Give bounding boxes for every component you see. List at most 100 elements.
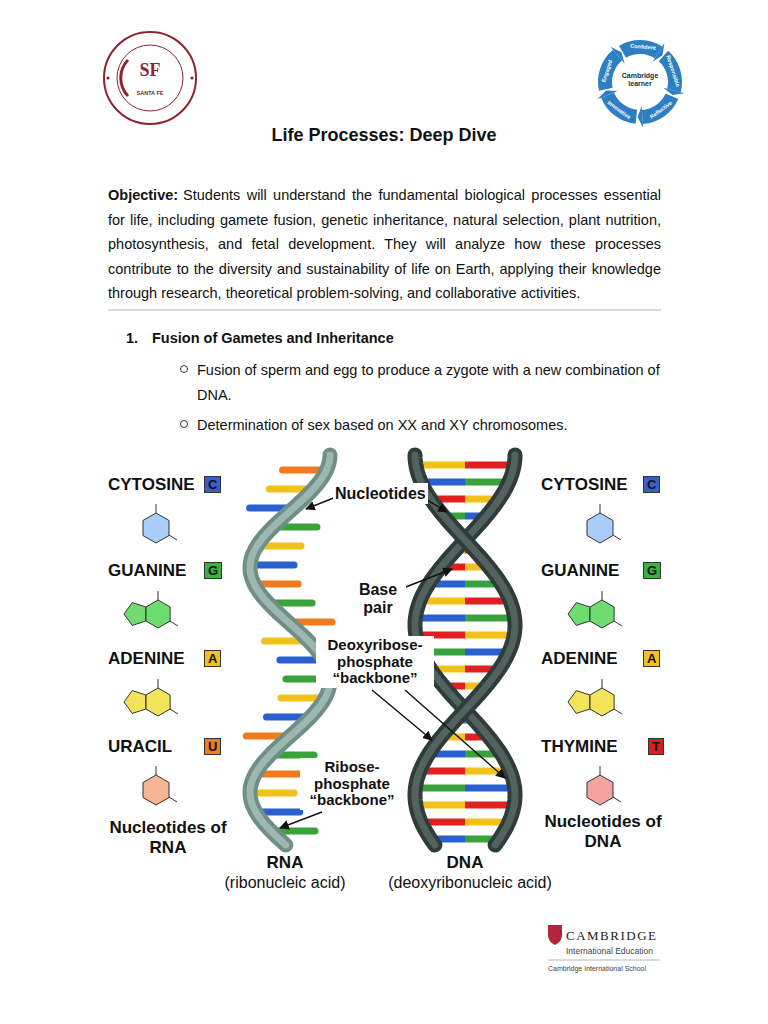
bond-line [170,709,178,714]
bond-line [158,679,159,688]
learner-word: Innovative [606,100,632,121]
divider-line [108,310,661,311]
leader-arrow [280,812,322,828]
bullet-circle [181,366,188,373]
strand-name: DNA [415,853,515,873]
rna-base [261,771,299,778]
dna-base [465,649,504,656]
school-logo [104,32,196,124]
bullet-text: Fusion of sperm and egg to produce a zyg… [197,358,662,407]
purine-ring [568,691,590,714]
pyrimidine-ring [587,513,613,543]
base-letter: A [204,650,221,667]
bond-line [614,621,622,626]
logo-center-text: Cambridge learner [617,72,663,87]
logo-dot [106,76,109,79]
part-label: Nucleotides [333,483,428,504]
dna-base [426,479,465,486]
bond-line [614,709,622,714]
bond-line [613,797,621,802]
purine-ring [590,600,614,628]
rna-base [281,695,319,702]
leader-arrow [306,497,336,509]
base-name: CYTOSINE [108,475,195,495]
bond-line [600,766,601,775]
column-caption: Nucleotides of RNA [100,818,236,859]
dna-base [421,802,465,809]
dna-base [425,598,465,605]
rna-base [262,809,300,816]
strand-subtitle: (deoxyribonucleic acid) [365,873,575,892]
dna-base [421,462,465,469]
objective-label: Objective: [108,187,178,203]
part-label: Ribose-phosphate “backbone” [300,758,404,810]
strand-subtitle: (ribonucleic acid) [200,873,370,892]
bond-line [156,766,157,775]
dna-base [465,615,510,622]
bond-line [602,591,603,600]
logo-inner-ring [117,45,183,111]
dna-base [465,462,509,469]
purine-ring [568,603,590,626]
rna-base [283,467,321,474]
base-letter: C [643,476,660,493]
bond-line [169,797,177,802]
learner-word: Engaged [600,59,613,83]
bullet-text: Determination of sex based on XX and XY … [197,413,662,438]
learner-word: Confident [630,43,656,52]
dna-base [425,768,465,775]
base-name: GUANINE [541,561,619,581]
learner-arrow-head [638,106,644,128]
rna-base [263,543,301,550]
dna-base [420,615,465,622]
bullet-circle [181,421,188,428]
pyrimidine-ring [587,775,613,805]
rna-base [260,581,298,588]
learner-word: Reflective [648,100,673,121]
learner-arrow-head [597,90,617,99]
base-name: GUANINE [108,561,186,581]
purine-ring [590,688,614,716]
list-number: 1. [126,330,138,347]
learner-arrow [619,40,662,58]
purine-ring [146,688,170,716]
bond-line [158,591,159,600]
base-name: CYTOSINE [541,475,628,495]
objective-text: Students will understand the fundamental… [108,187,661,301]
purine-ring [124,603,146,626]
base-letter: U [204,738,221,755]
dna-base [465,479,504,486]
logo-letters: SF [130,60,170,82]
part-label: Deoxyribose-phosphate “backbone” [316,636,434,688]
purine-ring [146,600,170,628]
dna-base [426,819,465,826]
base-letter: C [204,476,221,493]
learner-arrow [659,51,682,92]
page-title: Life Processes: Deep Dive [0,125,768,146]
footer-rule [548,960,660,961]
column-caption: Nucleotides of DNA [535,812,671,853]
part-label: Base pair [350,580,406,617]
learner-arrow [642,93,678,124]
base-letter: G [204,562,222,579]
base-letter: T [648,738,664,755]
pyrimidine-ring [143,513,169,543]
dna-base [465,598,505,605]
dna-base [465,785,510,792]
bond-line [156,504,157,513]
section-heading: Fusion of Gametes and Inheritance [152,330,394,347]
objective-paragraph: Objective:Students will understand the f… [108,183,661,306]
logo-dot [190,76,193,79]
cambridge-crest [548,925,562,945]
learner-arrow [601,92,637,123]
dna-base [465,819,504,826]
dna-base [465,632,509,639]
logo-ring [104,32,196,124]
dna-base [465,802,509,809]
leader-arrow [405,690,505,778]
rna-base [256,562,294,569]
leader-arrow [372,690,432,740]
learner-word: Responsible [665,55,681,88]
